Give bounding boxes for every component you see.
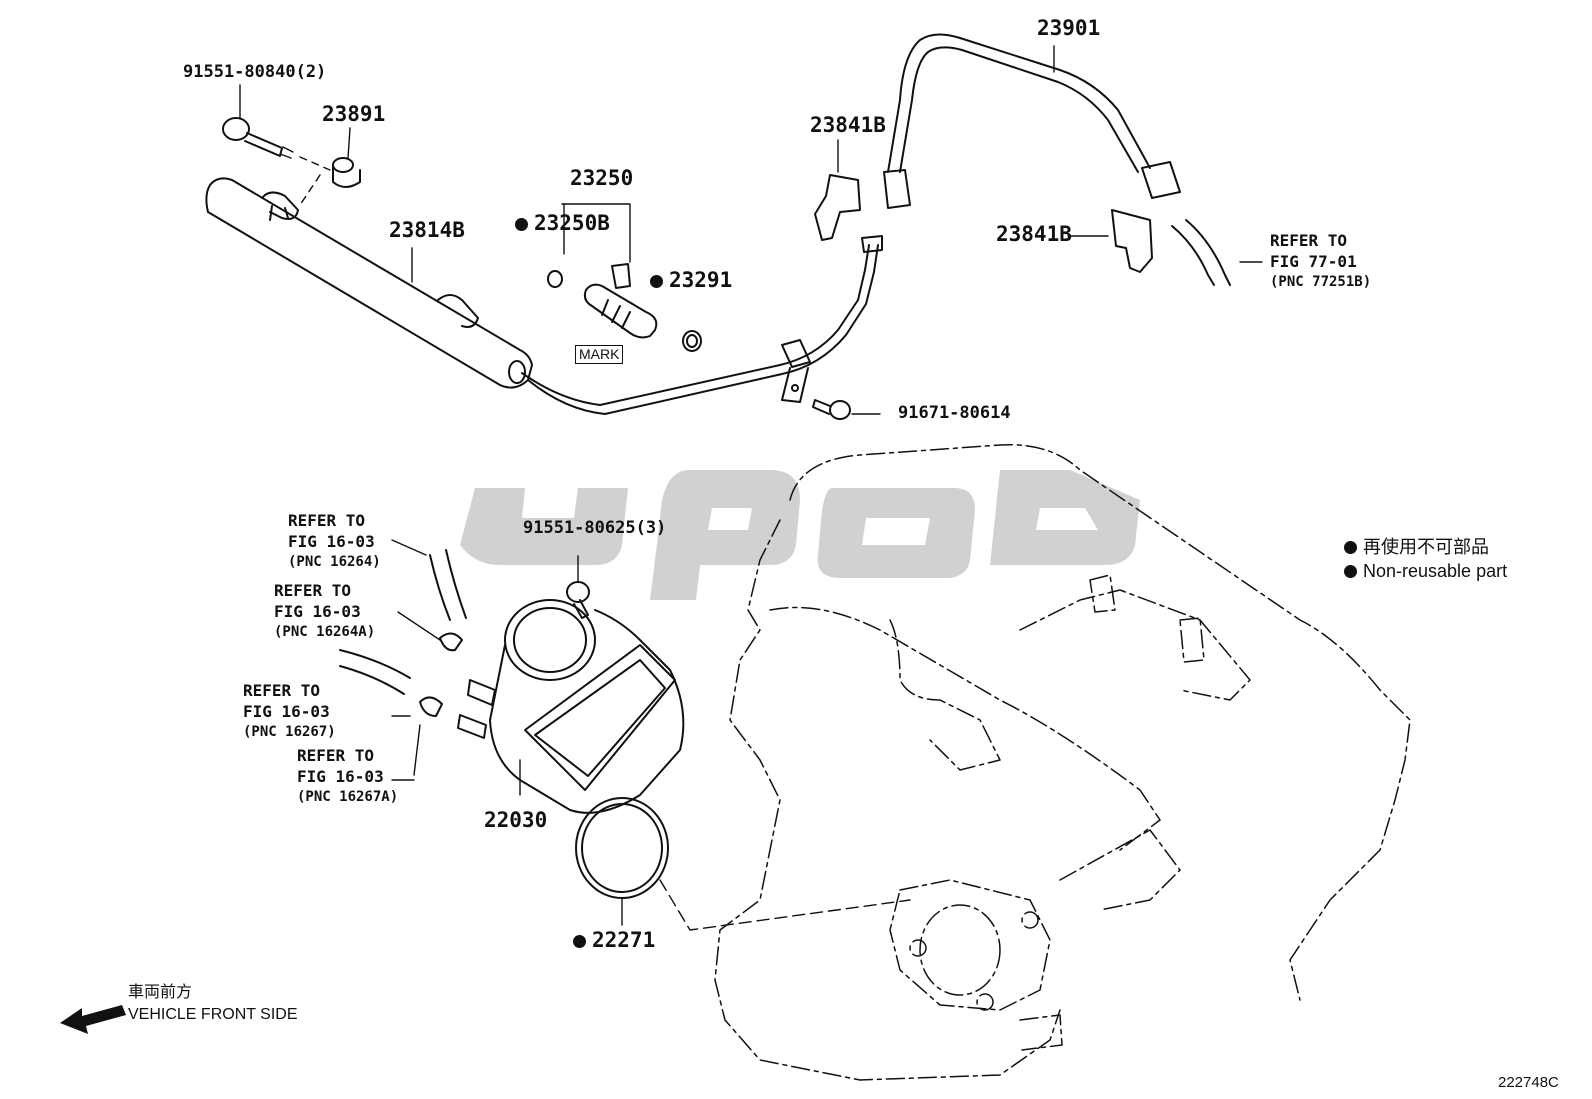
fuel-delivery-pipe-23814B xyxy=(205,177,883,415)
bolt-91551-80625 xyxy=(566,555,590,619)
reference-line: REFER TO xyxy=(288,511,366,530)
part-label-23891: 23891 xyxy=(322,102,386,126)
bolt-91671-80614 xyxy=(812,399,881,420)
watermark-logo xyxy=(460,470,1140,600)
gasket-22271 xyxy=(575,797,911,931)
reference-line: (PNC 16267) xyxy=(243,724,336,740)
fuel-hose-23901 xyxy=(883,33,1263,286)
bolt-91551-80840 xyxy=(222,84,331,171)
reference-line: FIG 77-01 xyxy=(1270,252,1357,271)
insulator-23891 xyxy=(299,127,361,206)
clip-23841B-upper xyxy=(814,139,861,241)
part-label-22030: 22030 xyxy=(484,808,548,832)
vehicle-front-jp: 車両前方 xyxy=(128,984,193,1001)
part-number-23291: 23291 xyxy=(669,268,733,292)
part-number-22271: 22271 xyxy=(592,928,656,952)
legend-non-reusable-en: Non-reusable part xyxy=(1344,562,1507,580)
front-arrow-icon xyxy=(60,1005,126,1034)
engine-outline xyxy=(714,443,1411,1081)
part-label-23841B-lower: 23841B xyxy=(996,222,1072,246)
legend-text: Non-reusable part xyxy=(1363,561,1508,581)
non-reusable-dot-icon xyxy=(650,275,663,288)
reference-line: REFER TO xyxy=(274,581,352,600)
reference-pnc-16264: REFER TO FIG 16-03 (PNC 16264) xyxy=(288,510,381,573)
reference-line: REFER TO xyxy=(297,746,375,765)
part-number-23250B: 23250B xyxy=(534,211,610,235)
reference-line: FIG 16-03 xyxy=(297,767,384,786)
part-label-23814B: 23814B xyxy=(389,218,465,242)
non-reusable-dot-icon xyxy=(573,935,586,948)
part-label-23901: 23901 xyxy=(1037,16,1101,40)
reference-line: FIG 16-03 xyxy=(243,702,330,721)
reference-line: (PNC 77251B) xyxy=(1270,274,1372,290)
reference-line: REFER TO xyxy=(243,681,321,700)
legend-text: 再使用不可部品 xyxy=(1363,537,1489,557)
injector-23250 xyxy=(547,203,702,352)
part-label-91551-80840: 91551-80840(2) xyxy=(183,62,327,82)
non-reusable-dot-icon xyxy=(1344,565,1357,578)
reference-line: REFER TO xyxy=(1270,231,1348,250)
part-label-23841B-upper: 23841B xyxy=(810,113,886,137)
reference-line: (PNC 16267A) xyxy=(297,789,399,805)
reference-line: (PNC 16264) xyxy=(288,554,381,570)
figure-id: 222748C xyxy=(1498,1074,1559,1091)
part-label-23250: 23250 xyxy=(570,166,634,190)
part-label-22271: 22271 xyxy=(573,930,655,951)
clip-23841B-lower xyxy=(1067,209,1153,273)
part-label-23291: 23291 xyxy=(650,270,732,291)
reference-line: FIG 16-03 xyxy=(274,602,361,621)
mark-label: MARK xyxy=(575,345,624,365)
part-label-23250B: 23250B xyxy=(515,213,610,234)
throttle-body-22030 xyxy=(339,539,685,814)
part-label-91551-80625: 91551-80625(3) xyxy=(523,518,667,538)
reference-line: FIG 16-03 xyxy=(288,532,375,551)
vehicle-front-en: VEHICLE FRONT SIDE xyxy=(128,1006,298,1023)
reference-fig-77-01: REFER TO FIG 77-01 (PNC 77251B) xyxy=(1270,230,1371,293)
non-reusable-dot-icon xyxy=(1344,541,1357,554)
reference-pnc-16267A: REFER TO FIG 16-03 (PNC 16267A) xyxy=(297,745,398,808)
reference-pnc-16264A: REFER TO FIG 16-03 (PNC 16264A) xyxy=(274,580,375,643)
reference-line: (PNC 16264A) xyxy=(274,624,376,640)
part-label-91671-80614: 91671-80614 xyxy=(898,403,1011,423)
non-reusable-dot-icon xyxy=(515,218,528,231)
reference-pnc-16267: REFER TO FIG 16-03 (PNC 16267) xyxy=(243,680,336,743)
legend-non-reusable-jp: 再使用不可部品 xyxy=(1344,538,1489,556)
